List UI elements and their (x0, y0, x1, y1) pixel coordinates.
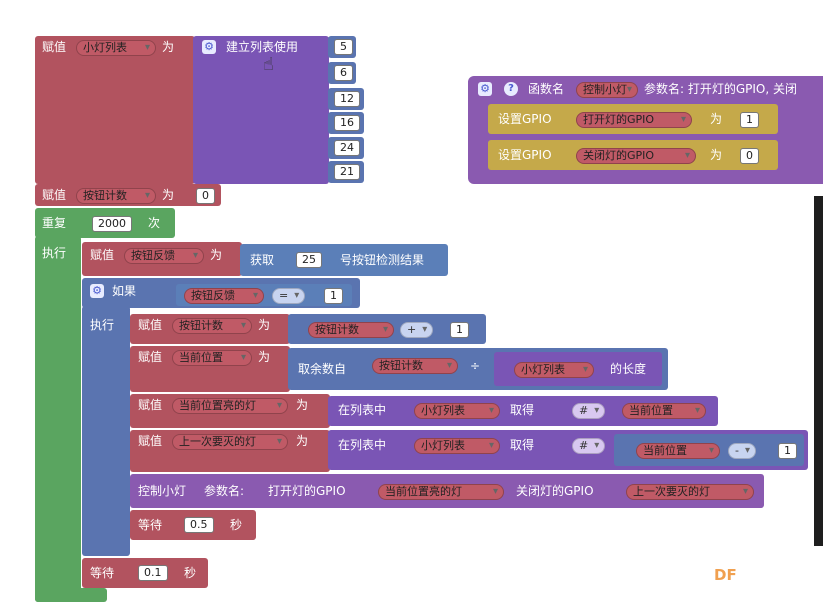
var-btn-count[interactable]: 按钮计数 (172, 318, 252, 334)
gear-icon[interactable]: ⚙ (202, 40, 216, 54)
var-light-list[interactable]: 小灯列表 (414, 438, 500, 454)
div-operator: ÷ (470, 359, 481, 373)
assign-label: 赋值 (42, 188, 67, 202)
gpio-on-value[interactable]: 1 (740, 112, 759, 128)
wait-value[interactable]: 0.5 (184, 517, 214, 533)
var-cur-light[interactable]: 当前位置亮的灯 (378, 484, 504, 500)
as-label: 为 (296, 398, 309, 412)
params-label: 参数名: (204, 484, 245, 498)
length-label: 的长度 (610, 362, 647, 376)
repeat-count-value[interactable]: 2000 (92, 216, 132, 232)
gear-icon[interactable]: ⚙ (478, 82, 492, 96)
repeat-footer (35, 588, 107, 602)
list-item-value[interactable]: 5 (334, 39, 353, 55)
list-item-value[interactable]: 16 (334, 115, 360, 131)
minus-value[interactable]: 1 (778, 443, 797, 459)
gpio-off-value[interactable]: 0 (740, 148, 759, 164)
var-btn-count[interactable]: 按钮计数 (372, 358, 458, 374)
var-btn-count[interactable]: 按钮计数 (308, 322, 394, 338)
take-label: 取得 (510, 403, 535, 417)
watermark-logo: DF (714, 566, 737, 584)
if-body-rail (82, 306, 130, 556)
take-label: 取得 (510, 438, 535, 452)
var-light-list[interactable]: 小灯列表 (414, 403, 500, 419)
func-name-label: 函数名 (528, 82, 565, 96)
var-cur-pos[interactable]: 当前位置 (622, 403, 706, 419)
get-label: 获取 (250, 253, 275, 267)
mod-label: 取余数自 (298, 362, 347, 376)
var-btn-feedback[interactable]: 按钮反馈 (124, 248, 204, 264)
assign-light-list-block[interactable] (35, 36, 195, 184)
set-gpio-label: 设置GPIO (498, 112, 552, 126)
repeat-body-rail (35, 236, 81, 602)
call-func-label: 控制小灯 (138, 484, 187, 498)
list-item-value[interactable]: 6 (334, 65, 353, 81)
as-label: 为 (210, 248, 223, 262)
gear-icon[interactable]: ⚙ (90, 284, 104, 298)
wait-label: 等待 (138, 518, 163, 532)
param-on-label: 打开灯的GPIO (268, 484, 346, 498)
assign-label: 赋值 (138, 350, 163, 364)
eq-operator[interactable]: = (272, 288, 306, 304)
var-off-gpio[interactable]: 关闭灯的GPIO (576, 148, 696, 164)
func-name-field[interactable]: 控制小灯 (576, 82, 638, 98)
as-label: 为 (162, 40, 175, 54)
var-btn-feedback[interactable]: 按钮反馈 (184, 288, 264, 304)
button-result-label: 号按钮检测结果 (340, 253, 425, 267)
assign-label: 赋值 (42, 40, 67, 54)
var-light-list[interactable]: 小灯列表 (514, 362, 594, 378)
set-gpio-label: 设置GPIO (498, 148, 552, 162)
do-label: 执行 (90, 318, 115, 332)
assign-label: 赋值 (138, 434, 163, 448)
sec-label: 秒 (184, 566, 197, 580)
cursor-hand-icon: ☝ (263, 54, 274, 75)
plus-operator[interactable]: + (400, 322, 434, 338)
repeat-label: 重复 (42, 216, 67, 230)
param-off-label: 关闭灯的GPIO (516, 484, 594, 498)
in-list-label: 在列表中 (338, 403, 387, 417)
var-last-off[interactable]: 上一次要灭的灯 (626, 484, 754, 500)
button-pin-value[interactable]: 25 (296, 252, 322, 268)
get-button-result-block[interactable] (240, 244, 448, 276)
in-list-label: 在列表中 (338, 438, 387, 452)
var-last-off[interactable]: 上一次要灭的灯 (172, 434, 288, 450)
as-label: 为 (296, 434, 309, 448)
func-params-label: 参数名: 打开灯的GPIO, 关闭 (644, 82, 798, 96)
increment-value[interactable]: 1 (450, 322, 469, 338)
hash-operator[interactable]: # (572, 403, 606, 419)
var-cur-pos[interactable]: 当前位置 (172, 350, 252, 366)
list-item-value[interactable]: 24 (334, 140, 360, 156)
create-list-label: 建立列表使用 (226, 40, 299, 54)
do-label: 执行 (42, 246, 67, 260)
as-label: 为 (162, 188, 175, 202)
var-on-gpio[interactable]: 打开灯的GPIO (576, 112, 692, 128)
assign-label: 赋值 (138, 318, 163, 332)
as-label: 为 (258, 350, 271, 364)
wait-value[interactable]: 0.1 (138, 565, 168, 581)
minus-operator[interactable]: - (728, 443, 756, 459)
assign-label: 赋值 (138, 398, 163, 412)
var-light-list[interactable]: 小灯列表 (76, 40, 156, 56)
create-list-block[interactable] (193, 36, 329, 184)
if-label: 如果 (112, 284, 137, 298)
var-btn-count[interactable]: 按钮计数 (76, 188, 156, 204)
wait-label: 等待 (90, 566, 115, 580)
times-label: 次 (148, 216, 161, 230)
assign-label: 赋值 (90, 248, 115, 262)
hash-operator[interactable]: # (572, 438, 606, 454)
as-label: 为 (710, 112, 723, 126)
var-cur-pos[interactable]: 当前位置 (636, 443, 720, 459)
btn-count-init-value[interactable]: 0 (196, 188, 215, 204)
list-item-value[interactable]: 21 (334, 164, 360, 180)
sec-label: 秒 (230, 518, 243, 532)
compare-value[interactable]: 1 (324, 288, 343, 304)
side-image-strip (814, 196, 823, 546)
var-cur-light[interactable]: 当前位置亮的灯 (172, 398, 288, 414)
as-label: 为 (258, 318, 271, 332)
list-item-value[interactable]: 12 (334, 91, 360, 107)
help-icon[interactable]: ? (504, 82, 518, 96)
as-label: 为 (710, 148, 723, 162)
